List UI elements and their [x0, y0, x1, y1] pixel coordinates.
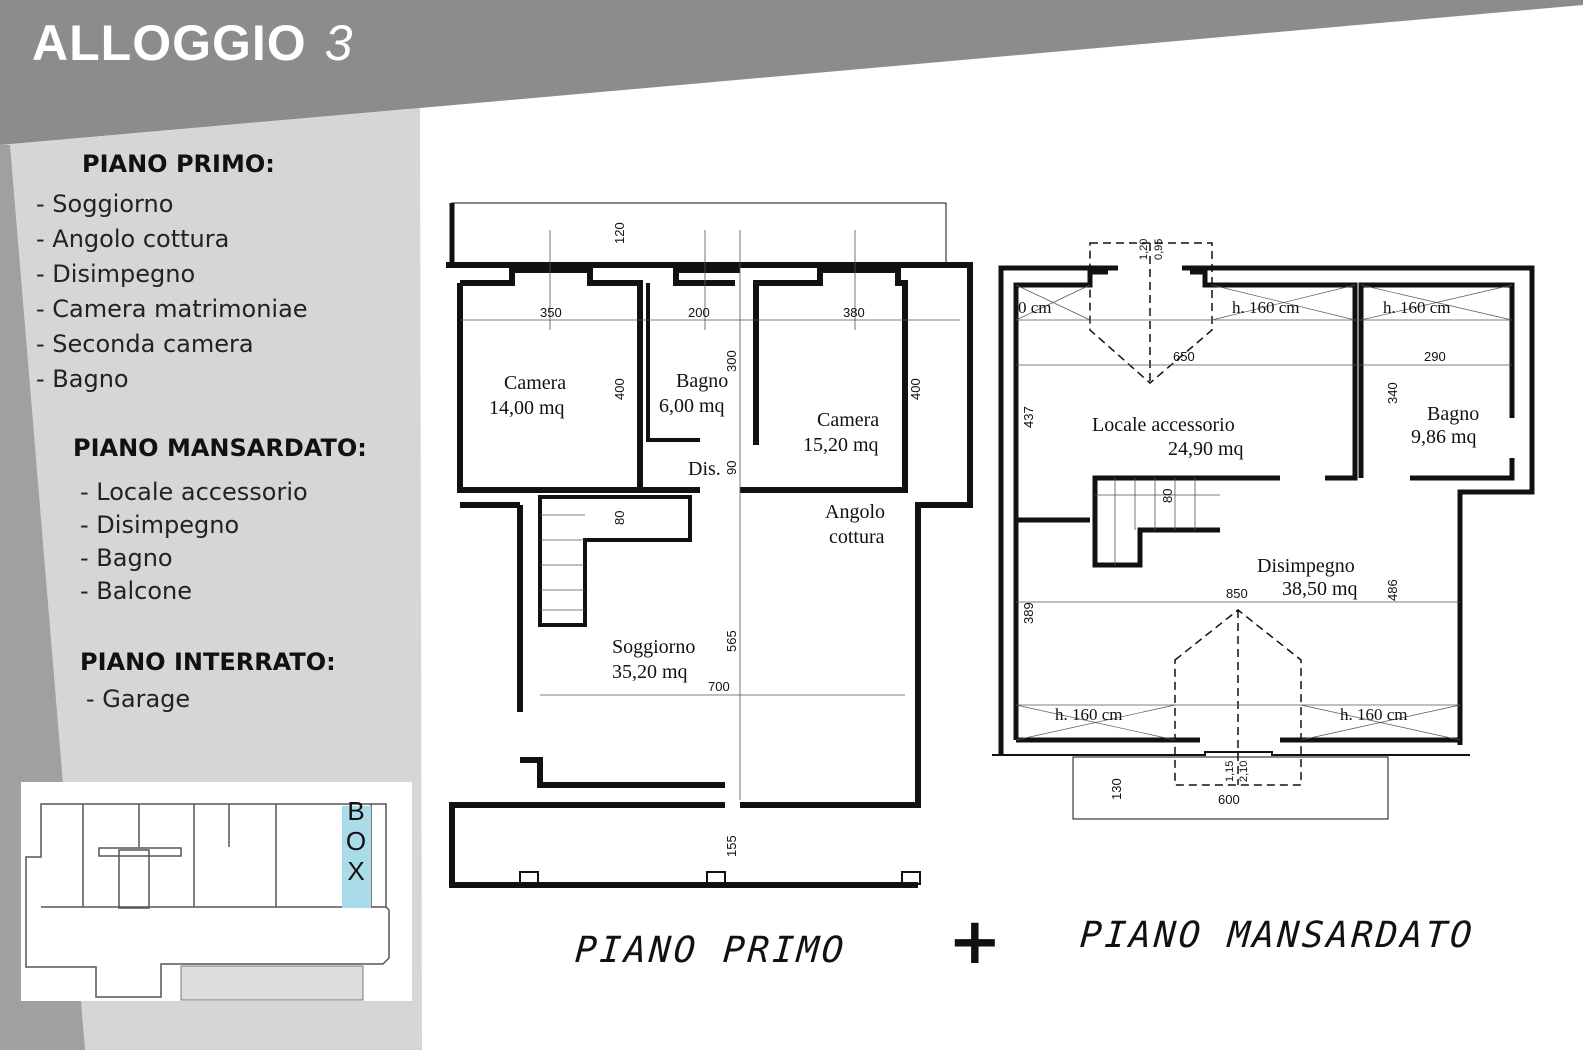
section-title-interrato: PIANO INTERRATO:: [80, 648, 336, 676]
title-text: ALLOGGIO: [32, 15, 307, 71]
room-area: 14,00 mq: [489, 397, 565, 419]
height-label: h. 160 cm: [1383, 298, 1451, 317]
height-label: h. 160 cm: [1340, 705, 1408, 724]
dimension: 565: [724, 630, 739, 652]
dimension: 130: [1109, 778, 1124, 800]
section-title-mansardato: PIANO MANSARDATO:: [73, 434, 367, 462]
box-highlight: [342, 806, 371, 908]
room-name: Bagno: [1427, 403, 1479, 425]
list-item: Angolo cottura: [36, 222, 308, 257]
room-area: 38,50 mq: [1282, 578, 1358, 600]
dimension: 1,15: [1224, 761, 1236, 782]
room-name: Bagno: [676, 370, 728, 392]
dimension: 80: [1160, 489, 1175, 503]
room-name: Disimpegno: [1257, 555, 1355, 577]
height-label: h. 160 cm: [1232, 298, 1300, 317]
list-item: Bagno: [36, 362, 308, 397]
height-label: h. 160 cm: [1055, 705, 1123, 724]
list-mansardato: Locale accessorio Disimpegno Bagno Balco…: [80, 476, 308, 608]
dimension: 700: [708, 679, 730, 694]
header-banner: [0, 0, 1583, 145]
dimension: 80: [612, 511, 627, 525]
list-item: Bagno: [80, 542, 308, 575]
room-name: Locale accessorio: [1092, 414, 1235, 436]
primo-labels: Camera 14,00 mq Bagno 6,00 mq Camera 15,…: [489, 222, 923, 857]
mansardato-labels: Locale accessorio 24,90 mq Bagno 9,86 mq…: [1018, 239, 1479, 807]
height-label: 0 cm: [1018, 298, 1052, 317]
caption-piano-mansardato: PIANO MANSARDATO: [1078, 915, 1477, 956]
page-title: ALLOGGIO 3: [32, 14, 353, 72]
room-area: 6,00 mq: [659, 395, 725, 417]
title-number: 3: [324, 15, 354, 71]
room-area: 24,90 mq: [1168, 438, 1244, 460]
dimension: 290: [1424, 349, 1446, 364]
dimension: 437: [1021, 406, 1036, 428]
list-item: Disimpegno: [36, 257, 308, 292]
dimension: 155: [724, 835, 739, 857]
site-plan-drawing: [25, 803, 390, 1001]
room-name: Soggiorno: [612, 636, 695, 658]
dimension: 300: [724, 350, 739, 372]
list-item: Soggiorno: [36, 187, 308, 222]
dimension: 650: [1173, 349, 1195, 364]
list-item: Garage: [86, 682, 190, 717]
list-item: Seconda camera: [36, 327, 308, 362]
list-primo: Soggiorno Angolo cottura Disimpegno Came…: [36, 187, 308, 397]
list-item: Camera matrimoniae: [36, 292, 307, 327]
plus-sign: +: [948, 905, 1002, 979]
list-interrato: Garage: [86, 682, 190, 717]
dimension: 90: [724, 461, 739, 475]
room-area: 9,86 mq: [1411, 426, 1477, 448]
room-name: cottura: [829, 526, 885, 548]
dimension: 2,10: [1238, 761, 1250, 782]
site-plan-thumbnail: BOX: [21, 782, 412, 1001]
dimension: 1,20: [1138, 239, 1150, 260]
floorplan-piano-mansardato: [992, 242, 1535, 820]
room-area: 35,20 mq: [612, 661, 688, 683]
list-item: Locale accessorio: [80, 476, 307, 509]
list-item: Balcone: [80, 575, 308, 608]
dimension: 340: [1385, 382, 1400, 404]
room-name: Camera: [504, 372, 566, 394]
dimension: 389: [1021, 602, 1036, 624]
room-name: Camera: [817, 409, 879, 431]
box-label: BOX: [345, 796, 367, 886]
dimension: 120: [612, 222, 627, 244]
dimension: 486: [1385, 579, 1400, 601]
section-title-primo: PIANO PRIMO:: [82, 150, 275, 178]
room-name: Angolo: [825, 501, 885, 523]
dimension: 0,95: [1153, 239, 1165, 260]
caption-piano-primo: PIANO PRIMO: [573, 930, 848, 971]
dimension: 400: [908, 378, 923, 400]
dimension: 200: [688, 305, 710, 320]
room-area: 15,20 mq: [803, 434, 879, 456]
dimension: 850: [1226, 586, 1248, 601]
list-item: Disimpegno: [80, 509, 308, 542]
dimension: 350: [540, 305, 562, 320]
ramp: [180, 965, 364, 1001]
dimension: 400: [612, 378, 627, 400]
dimension: 380: [843, 305, 865, 320]
floorplan-piano-primo: [446, 202, 973, 888]
room-name: Dis.: [688, 458, 721, 480]
dimension: 600: [1218, 792, 1240, 807]
